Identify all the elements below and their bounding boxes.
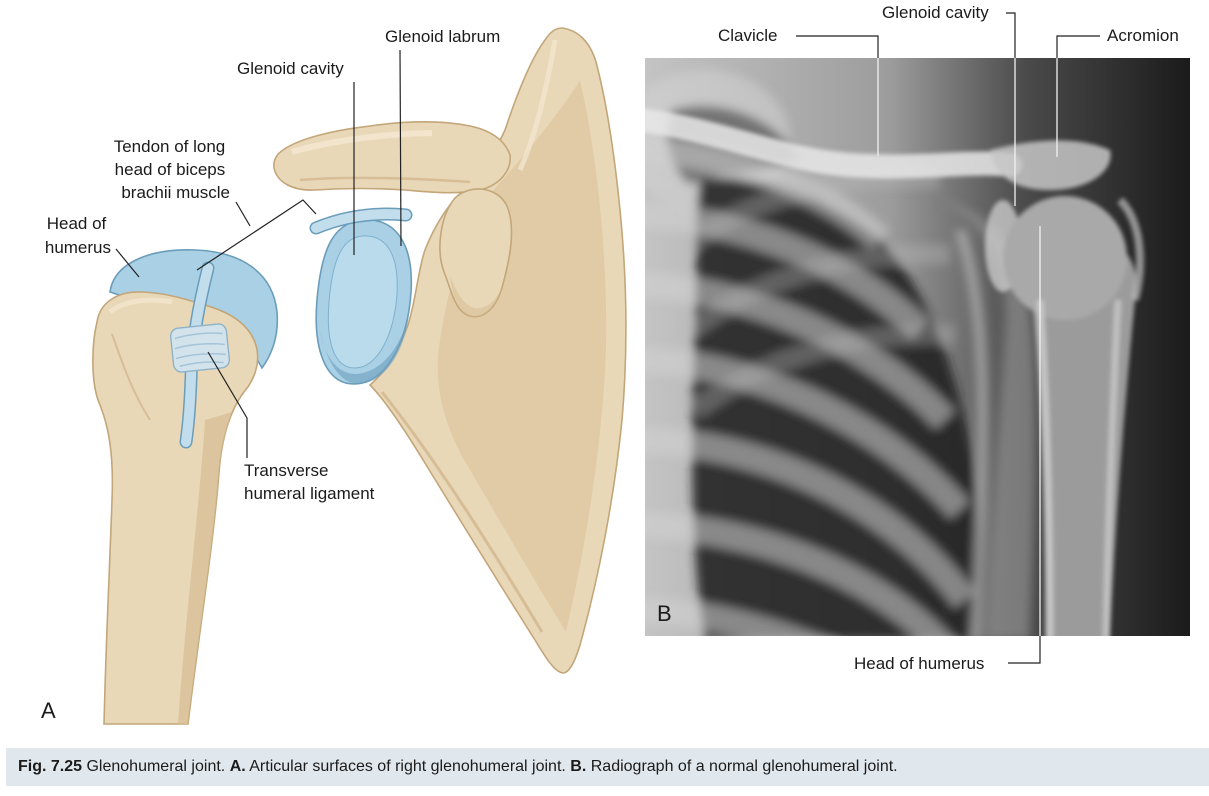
caption-title: Glenohumeral joint. <box>86 758 226 775</box>
label-tendon-long-head-biceps: Tendon of long head of biceps brachii mu… <box>114 137 230 202</box>
label-tendon-line-1: Tendon of long <box>114 137 226 156</box>
scapula-spine-highlight <box>517 39 558 172</box>
panel-b: Clavicle Glenoid cavity Acromion Head of… <box>645 3 1190 673</box>
leader-line-glenoid-cavity-b <box>1006 12 1016 58</box>
label-head-of-humerus-line-1: Head of <box>47 214 107 233</box>
label-head-of-humerus-b: Head of humerus <box>854 654 984 673</box>
transverse-humeral-ligament-shape <box>169 323 231 373</box>
radiograph-image <box>645 58 1190 636</box>
caption-part-a-text: Articular surfaces of right glenohumeral… <box>249 758 566 775</box>
figure-caption: Fig. 7.25 Glenohumeral joint. A. Articul… <box>6 748 1209 786</box>
label-clavicle: Clavicle <box>718 26 778 45</box>
leader-line-glenoid-labrum <box>399 49 402 247</box>
caption-part-b-label: B. <box>570 758 587 775</box>
figure-illustration: Glenoid labrum Glenoid cavity Tendon of … <box>41 3 1190 725</box>
caption-part-b-text: Radiograph of a normal glenohumeral join… <box>590 758 898 775</box>
label-transverse-humeral-ligament: Transverse humeral ligament <box>244 461 375 503</box>
label-tendon-line-2: head of biceps <box>115 160 226 179</box>
panel-a: Glenoid labrum Glenoid cavity Tendon of … <box>41 27 627 725</box>
leader-line-tendon-label <box>235 201 251 227</box>
label-transverse-line-1: Transverse <box>244 461 328 480</box>
acromion-shading <box>299 176 471 184</box>
label-glenoid-labrum: Glenoid labrum <box>385 27 500 46</box>
leader-line-tendon-bracket <box>196 199 317 271</box>
glenoid-labrum-shadow <box>320 315 409 384</box>
tubercle-highlight <box>108 297 173 315</box>
leader-line-transverse-ligament <box>207 351 248 458</box>
label-head-of-humerus-line-2: humerus <box>45 238 111 257</box>
label-tendon-line-3: brachii muscle <box>121 183 230 202</box>
label-glenoid-cavity-b: Glenoid cavity <box>882 3 989 22</box>
label-head-of-humerus-a: Head of humerus <box>45 214 111 257</box>
caption-part-a-label: A. <box>229 758 246 775</box>
biceps-tendon-proximal <box>311 209 411 233</box>
label-transverse-line-2: humeral ligament <box>244 484 375 503</box>
leader-line-acromion <box>1056 35 1100 58</box>
leader-line-head-of-humerus-a <box>115 248 140 278</box>
humerus-shaft-shading <box>178 412 232 724</box>
coracoid-shading <box>450 276 503 317</box>
leader-line-clavicle <box>796 35 879 58</box>
label-acromion: Acromion <box>1107 26 1179 45</box>
panel-letter-b: B <box>657 601 672 626</box>
leader-line-head-of-humerus-b <box>1008 636 1041 664</box>
caption-figure-number: Fig. 7.25 <box>18 758 83 775</box>
greater-tubercle-line <box>111 333 151 421</box>
label-glenoid-cavity-a: Glenoid cavity <box>237 59 344 78</box>
acromion-highlight <box>291 130 433 155</box>
scapula-lateral-border <box>380 391 544 633</box>
biceps-tendon-distal <box>181 263 213 447</box>
glenoid-cavity-shape <box>327 235 398 369</box>
panel-letter-a: A <box>41 698 56 723</box>
